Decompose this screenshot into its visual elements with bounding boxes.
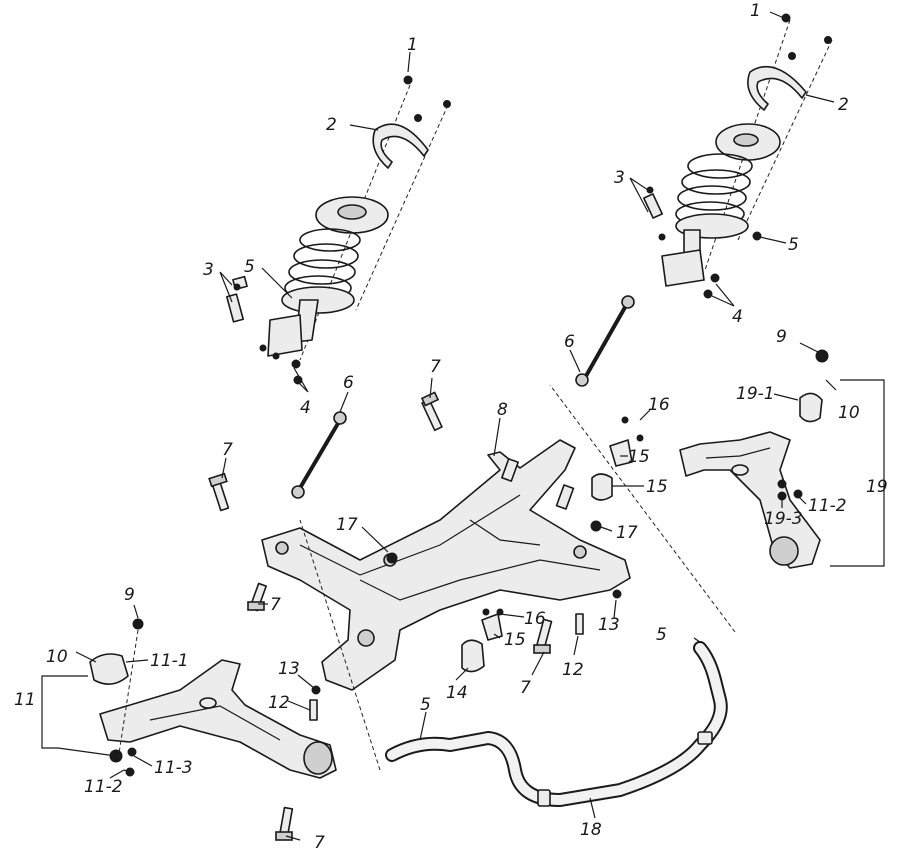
label-15-upper: 15	[628, 447, 650, 467]
label-12-right: 12	[562, 660, 584, 680]
label-16-right: 16	[648, 395, 670, 415]
label-12-left: 12	[268, 693, 290, 713]
label-9-right: 9	[776, 327, 787, 347]
label-14: 14	[446, 683, 468, 703]
label-7-left: 7	[222, 440, 233, 460]
label-1-left: 1	[407, 35, 418, 55]
label-13-right: 13	[598, 615, 620, 635]
label-13-left: 13	[278, 659, 300, 679]
stabilizer-bushings	[386, 416, 644, 673]
callout-leaders	[41, 11, 885, 841]
label-11-3: 11-3	[154, 758, 193, 778]
label-10-right: 10	[838, 403, 860, 423]
right-top-nut	[781, 13, 791, 23]
label-3-right: 3	[614, 168, 625, 188]
label-7-mid-left: 7	[270, 595, 281, 615]
right-mount-plate	[747, 65, 807, 111]
label-15-right: 15	[646, 477, 668, 497]
label-11: 11	[14, 690, 36, 710]
label-10-left: 10	[46, 647, 68, 667]
callout-labels: 1 2 3 5 4 6 1 2 3 5 4 6 7 8 7 16 15 15 1…	[14, 1, 888, 853]
label-4-left: 4	[300, 398, 311, 418]
label-7-mid: 7	[520, 678, 531, 698]
label-4-right: 4	[732, 307, 743, 327]
label-19-3: 19-3	[764, 509, 803, 529]
right-strut-assembly	[643, 13, 833, 299]
label-1-right: 1	[750, 1, 761, 21]
label-5-bar-left: 5	[420, 695, 431, 715]
label-11-2-left: 11-2	[84, 777, 123, 797]
subframe	[261, 439, 631, 691]
right-stabilizer-link	[575, 295, 635, 387]
label-11-1: 11-1	[150, 651, 189, 671]
left-coil-spring	[281, 228, 361, 314]
left-mount-plate	[372, 123, 429, 169]
label-6-left: 6	[343, 373, 354, 393]
label-19: 19	[866, 477, 888, 497]
label-15-lower: 15	[504, 630, 526, 650]
label-7-top: 7	[430, 357, 441, 377]
label-9-left: 9	[124, 585, 135, 605]
label-2-left: 2	[326, 115, 337, 135]
label-17-right: 17	[616, 523, 638, 543]
right-lower-control-arm	[679, 349, 829, 569]
label-11-2-right: 11-2	[808, 496, 847, 516]
left-strut-assembly	[226, 75, 451, 385]
label-16-lower: 16	[524, 609, 546, 629]
label-5-right: 5	[788, 235, 799, 255]
label-19-1: 19-1	[736, 384, 775, 404]
label-6-right: 6	[564, 332, 575, 352]
left-stabilizer-link	[291, 411, 347, 499]
label-5-left: 5	[244, 257, 255, 277]
left-top-nut	[403, 75, 413, 85]
subframe-bolts	[208, 391, 622, 841]
label-2-right: 2	[838, 95, 849, 115]
label-5-bar-right: 5	[656, 625, 667, 645]
label-18: 18	[580, 820, 602, 840]
stabilizer-bar	[299, 384, 736, 808]
label-3-left: 3	[203, 260, 214, 280]
label-17-left: 17	[336, 515, 358, 535]
left-lower-control-arm	[89, 618, 337, 779]
label-8: 8	[497, 400, 508, 420]
label-7-bottom: 7	[314, 833, 325, 853]
